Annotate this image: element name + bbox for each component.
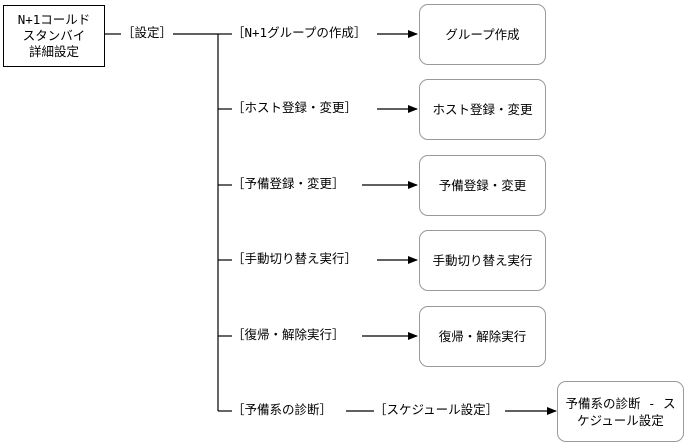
box-manual-switch: 手動切り替え実行 (419, 230, 546, 291)
box-spare-diagnosis-schedule: 予備系の診断 - スケジュール設定 (557, 381, 684, 442)
box-spare-register: 予備登録・変更 (419, 155, 546, 216)
box-group-create-text: グループ作成 (445, 27, 520, 42)
root-box: N+1コールド スタンバイ 詳細設定 (3, 5, 105, 67)
branch-label-5: ［復帰・解除実行］ (232, 327, 345, 343)
branch-label-2: ［ホスト登録・変更］ (232, 100, 358, 116)
box-group-create: グループ作成 (419, 4, 546, 65)
box-manual-switch-text: 手動切り替え実行 (432, 253, 533, 268)
root-line-1: N+1コールド (17, 12, 91, 27)
branch-label-4: ［手動切り替え実行］ (232, 251, 358, 267)
root-line-3: 詳細設定 (28, 44, 79, 59)
box-spare-register-text: 予備登録・変更 (438, 178, 527, 193)
root-line-2: スタンバイ (22, 28, 86, 43)
box-spare-diagnosis-schedule-text: 予備系の診断 - スケジュール設定 (565, 395, 676, 428)
box-restore-release: 復帰・解除実行 (419, 306, 546, 367)
box-restore-release-text: 復帰・解除実行 (438, 329, 527, 344)
settings-label: ［設定］ (122, 25, 173, 41)
branch-label-3: ［予備登録・変更］ (232, 176, 345, 192)
branch-label-6: ［予備系の診断］ (232, 402, 333, 418)
schedule-label: ［スケジュール設定］ (374, 402, 499, 418)
branch-label-1: ［N+1グループの作成］ (232, 25, 367, 41)
box-host-register-text: ホスト登録・変更 (432, 102, 533, 117)
box-host-register: ホスト登録・変更 (419, 79, 546, 140)
